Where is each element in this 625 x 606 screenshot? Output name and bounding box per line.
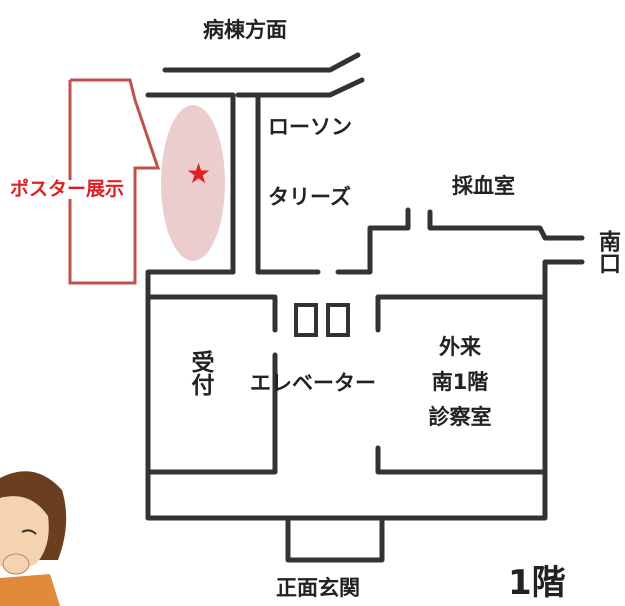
reception-label: 受付 [187,350,213,396]
poster-exhibit-label: ポスター展示 [10,178,125,200]
elevator-label: エレベーター [250,371,376,395]
floor-label: 1階 [508,563,566,603]
hall-top-wall [145,269,236,298]
poster-exhibit-callout [68,78,161,285]
hall-left-wall [145,259,585,521]
blood-collection-label: 採血室 [452,174,515,198]
hall-top-left [145,294,278,333]
tullys-label: タリーズ [268,185,351,209]
ward-direction-label: 病棟方面 [203,18,287,42]
lawson-label: ローソン [268,115,352,139]
outpatient-label-3: 診察室 [428,405,492,429]
corridor-wall-top [162,52,361,73]
poster-area-highlight [161,105,225,261]
elevator-left [294,303,318,337]
main-entrance-label: 正面玄関 [276,576,360,600]
outpatient-label-1: 外来 [439,335,481,359]
main-entrance-wall [285,517,385,563]
shop-block-bottom-2 [335,207,411,275]
elevator-right [326,303,350,337]
blood-room-wall [427,209,585,241]
outpatient-top [375,294,548,333]
poster-star-marker: ★ [186,157,212,190]
corridor-wall-top-2 [235,77,365,98]
reception-wall [145,352,278,475]
outpatient-bottom [375,445,548,475]
outpatient-label-2: 南1階 [431,370,489,394]
corridor-wall-left [145,92,236,275]
south-entrance-label: 南口 [595,230,620,274]
worried-woman-illustration [0,471,67,606]
